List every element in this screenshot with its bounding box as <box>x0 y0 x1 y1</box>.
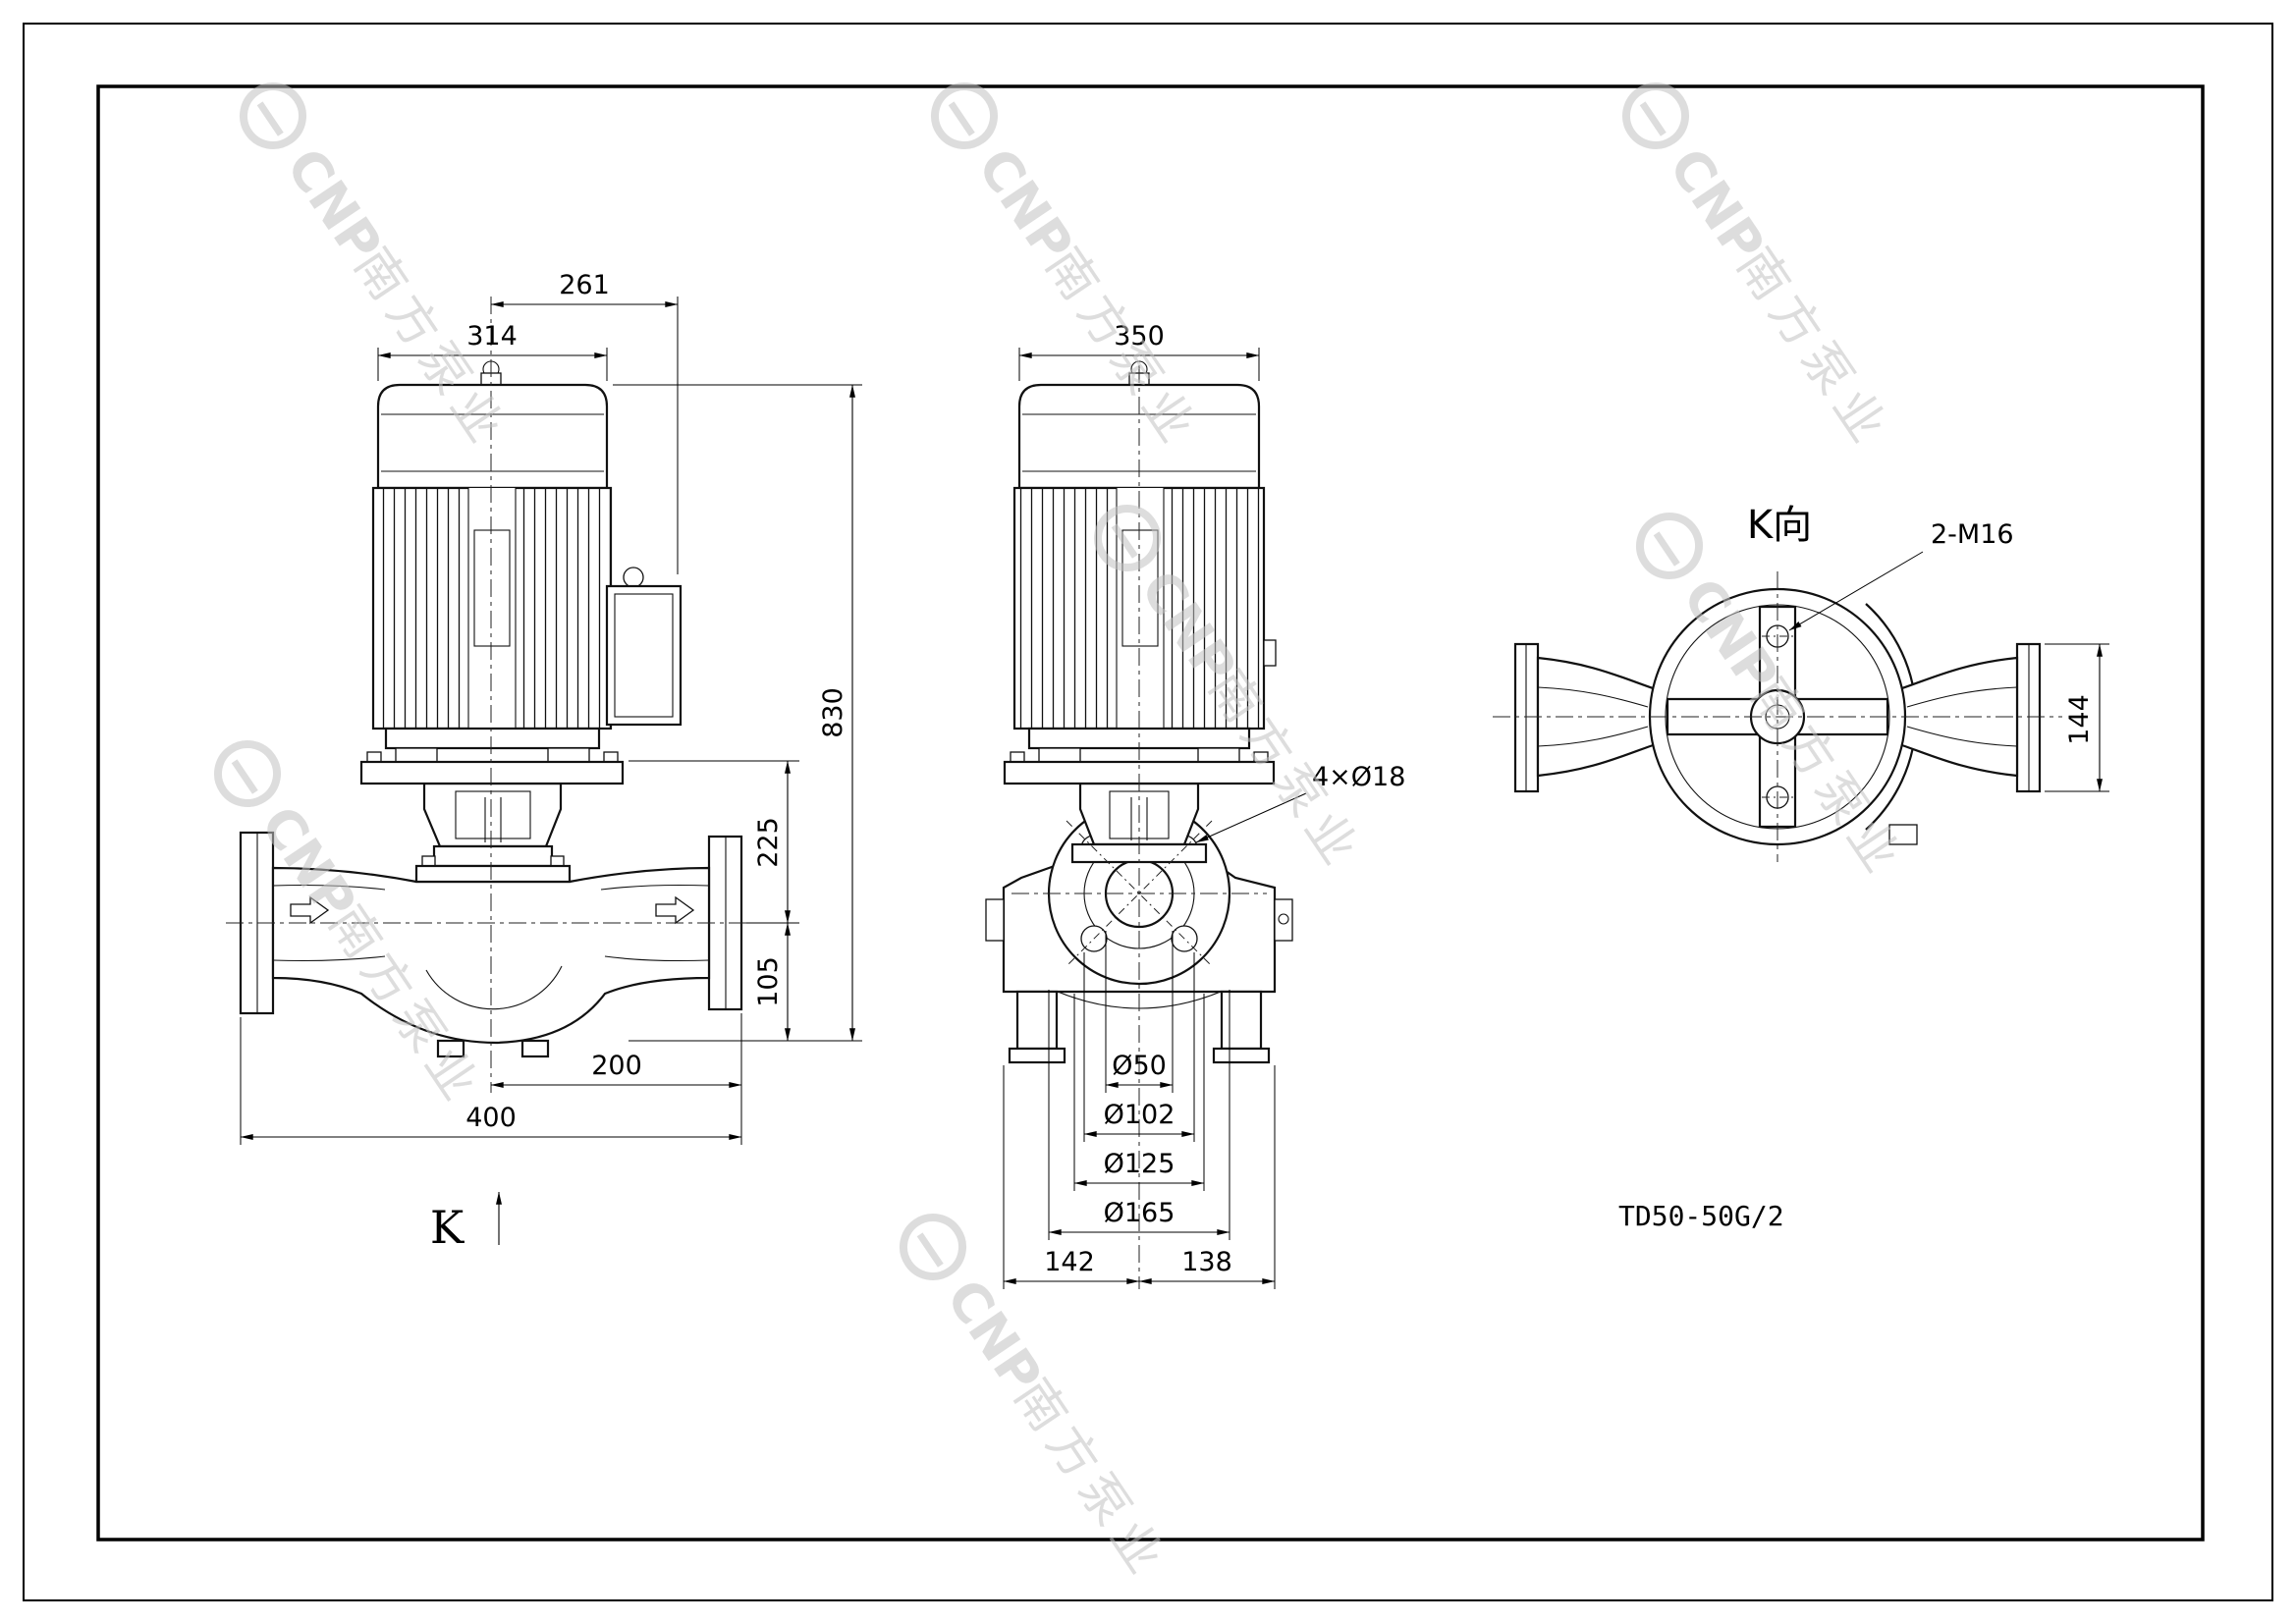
dim-225-label: 225 <box>753 817 784 868</box>
dim-200-label: 200 <box>591 1051 642 1081</box>
cable-gland-icon <box>623 567 644 588</box>
k-view-title: K向 <box>1747 503 1812 548</box>
dim-350-label: 350 <box>1114 321 1165 352</box>
dim-261-label: 261 <box>559 270 610 300</box>
model-number: TD50-50G/2 <box>1618 1200 1784 1232</box>
dimensions: 261 314 830 225 105 200 400 K 350 <box>240 270 2109 1289</box>
terminal-box <box>605 584 683 727</box>
flow-arrow-icon <box>655 895 695 925</box>
dim-d125-label: Ø125 <box>1104 1149 1175 1179</box>
dim-142-label: 142 <box>1044 1247 1095 1277</box>
dim-138-label: 138 <box>1181 1247 1232 1277</box>
dim-144-label: 144 <box>2064 694 2095 745</box>
thread-note-label: 2-M16 <box>1931 519 2014 550</box>
cnp-logo-icon <box>1094 505 1161 571</box>
flow-arrow-icon <box>290 895 330 925</box>
k-arrow-label: K <box>430 1201 465 1254</box>
dim-105-label: 105 <box>753 956 784 1007</box>
dim-d50-label: Ø50 <box>1112 1051 1167 1081</box>
cnp-logo-icon <box>240 82 306 149</box>
dim-314-label: 314 <box>466 321 518 352</box>
bolt-note-label: 4×Ø18 <box>1312 762 1405 792</box>
dim-830-label: 830 <box>818 687 848 738</box>
cnp-logo-icon <box>1636 513 1703 579</box>
cnp-logo-icon <box>1622 82 1689 149</box>
cnp-logo-icon <box>900 1214 966 1280</box>
dim-400-label: 400 <box>465 1103 517 1133</box>
dim-d165-label: Ø165 <box>1104 1198 1175 1228</box>
cnp-logo-icon <box>931 82 998 149</box>
dim-d102-label: Ø102 <box>1104 1100 1175 1130</box>
cnp-logo-icon <box>214 740 281 807</box>
